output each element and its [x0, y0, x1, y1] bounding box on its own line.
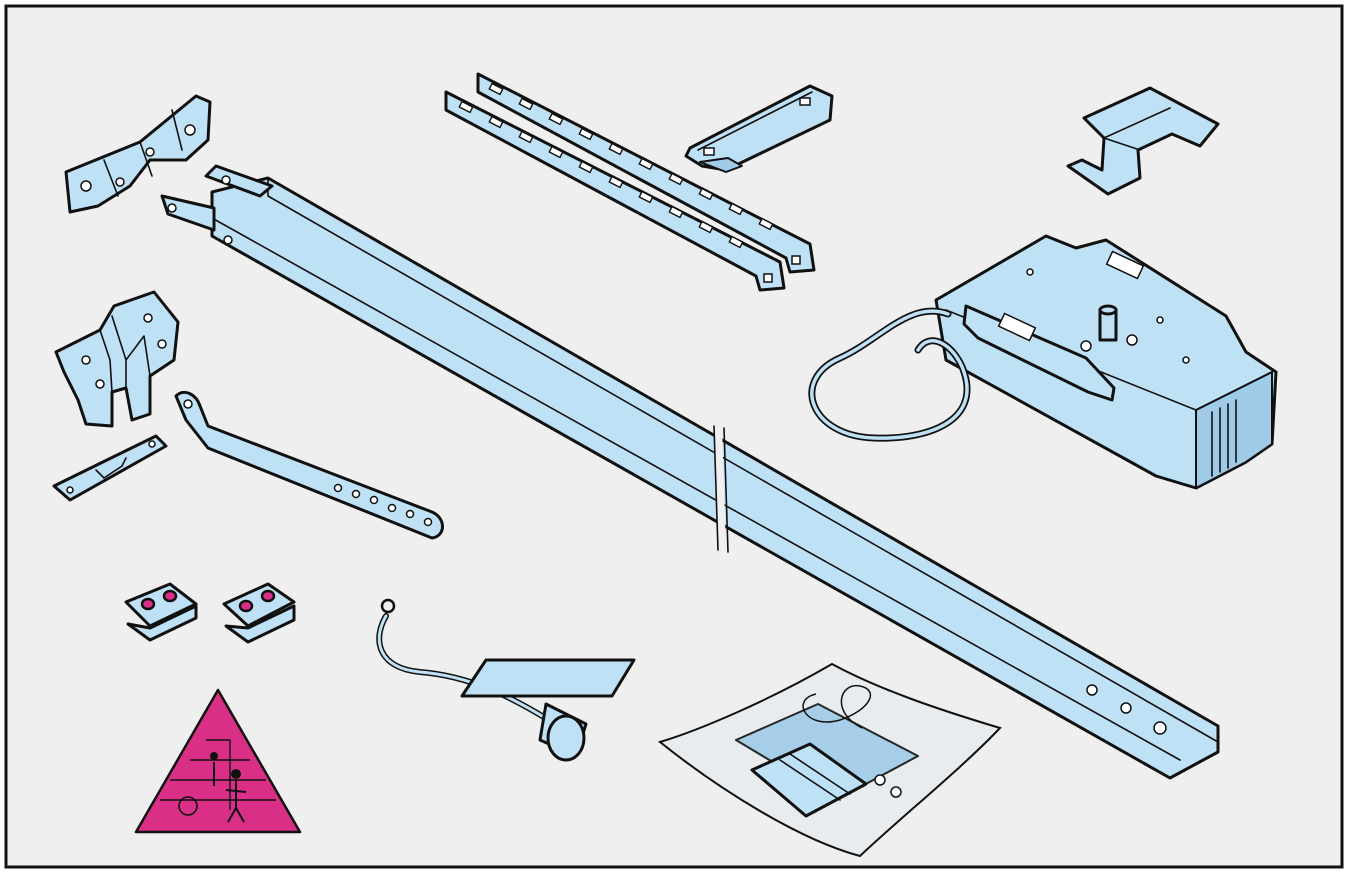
power-cord — [808, 307, 971, 442]
rail-hanger-straps — [444, 72, 816, 292]
clip-bracket — [1066, 86, 1220, 196]
rail-clip — [124, 582, 198, 642]
door-arm — [174, 390, 444, 540]
rail — [160, 164, 1220, 780]
carriage-plate — [684, 84, 834, 173]
arm-connector — [52, 434, 168, 502]
motor-unit — [934, 234, 1278, 490]
emergency-release-cord — [376, 598, 636, 762]
release-tag — [460, 658, 636, 698]
warning-label — [134, 688, 302, 834]
door-bracket — [54, 290, 180, 428]
front-wall-bracket — [64, 94, 212, 214]
hardware-bag — [657, 662, 1002, 858]
rail-clips — [124, 582, 296, 644]
rail-clip — [222, 582, 296, 644]
release-handle — [538, 702, 588, 762]
